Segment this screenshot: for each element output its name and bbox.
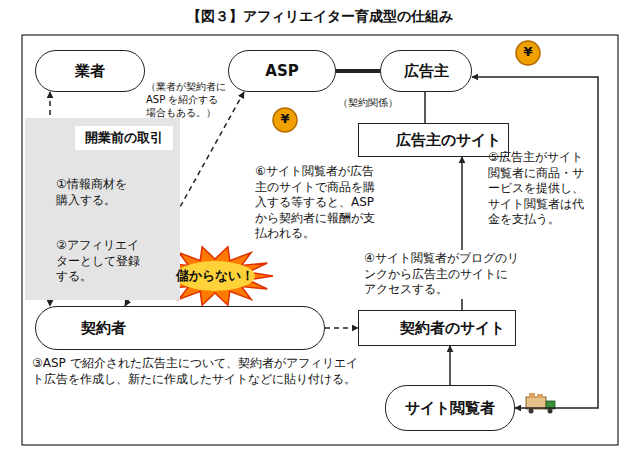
- node-text: 広告主のサイト: [396, 131, 501, 150]
- coin: [273, 108, 297, 132]
- step-text: ⑥サイト閲覧者が広告主のサイトで商品を購入する等すると、ASP から契約者に報酬…: [255, 164, 380, 242]
- shaded-band: 開業前の取引: [25, 118, 180, 300]
- process-box: ASP: [228, 50, 336, 92]
- process-box: 広告主のサイト: [358, 123, 509, 157]
- connector: [325, 327, 358, 329]
- yen-sign: ¥: [273, 111, 297, 128]
- node-text: 契約者のサイト: [400, 319, 505, 338]
- process-box: サイト閲覧者: [385, 385, 515, 431]
- yen-sign: ¥: [516, 44, 540, 61]
- process-box: 業者: [35, 50, 145, 92]
- coin: [516, 41, 540, 65]
- node-text: サイト閲覧者: [405, 399, 495, 418]
- process-box: 契約者: [35, 306, 325, 350]
- node-text: 契約者: [81, 319, 126, 338]
- process-box: 契約者のサイト: [358, 310, 516, 346]
- node-text: 開業前の取引: [75, 126, 173, 150]
- connector: [424, 92, 426, 123]
- frame: [22, 35, 618, 445]
- connector: [449, 346, 451, 385]
- truck-icon: [526, 393, 555, 414]
- connector: [336, 69, 380, 73]
- step-text: ④サイト閲覧者がブログのリンクから広告主のサイトにアクセスする。: [362, 250, 521, 299]
- step-text: ①情報商材を購入する。: [56, 177, 136, 208]
- diagram-title: 【図３】アフィリエイター育成型の仕組み: [0, 8, 640, 26]
- warning-text: 儲からない！: [170, 268, 260, 285]
- node-text: ASP: [265, 62, 298, 80]
- process-box: 広告主: [380, 50, 472, 92]
- step-text: ②アフィリエイターとして登録する。: [56, 238, 142, 285]
- relation-label: （契約関係）: [338, 96, 408, 109]
- node-text: 広告主: [404, 62, 449, 81]
- step-text: ⑤広告主がサイト閲覧者に商品・サービスを提供し、サイト閲覧者は代金を支払う。: [488, 150, 586, 228]
- node-text: 業者: [75, 62, 105, 81]
- note-text: （業者が契約者に ASP を紹介する場合もある。）: [146, 80, 226, 119]
- step-text: ③ASP で紹介された広告主について、契約者がアフィリエイト広告を作成し、新たに…: [32, 356, 367, 387]
